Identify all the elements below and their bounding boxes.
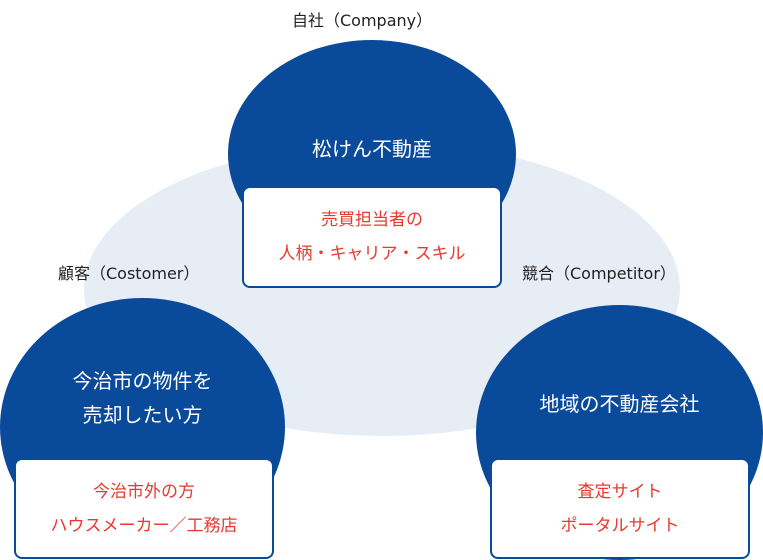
customer-detail-line-2: ハウスメーカー／工務店 xyxy=(50,515,238,536)
competitor-label: 競合（Competitor） xyxy=(522,264,676,283)
competitor-detail-line-1: 査定サイト xyxy=(577,481,663,502)
customer-title: 今治市の物件を 売却したい方 xyxy=(73,364,213,556)
company-detail-line-1: 売買担当者の xyxy=(321,210,423,230)
company-detail-box: 売買担当者の 人柄・キャリア・スキル xyxy=(242,186,502,288)
competitor-detail-box: 査定サイト ポータルサイト xyxy=(490,458,750,559)
customer-title-line-1: 今治市の物件を xyxy=(72,369,213,393)
customer-title-line-2: 売却したい方 xyxy=(82,403,203,427)
company-title: 松けん不動産 xyxy=(312,137,432,161)
competitor-detail-line-2: ポータルサイト xyxy=(560,515,680,536)
customer-detail-box: 今治市外の方 ハウスメーカー／工務店 xyxy=(14,458,274,559)
company-label: 自社（Company） xyxy=(292,11,433,30)
competitor-title: 地域の不動産会社 xyxy=(539,392,700,416)
company-detail-line-2: 人柄・キャリア・スキル xyxy=(278,244,466,264)
customer-label: 顧客（Costomer） xyxy=(58,264,200,283)
customer-detail-line-1: 今治市外の方 xyxy=(93,481,195,502)
